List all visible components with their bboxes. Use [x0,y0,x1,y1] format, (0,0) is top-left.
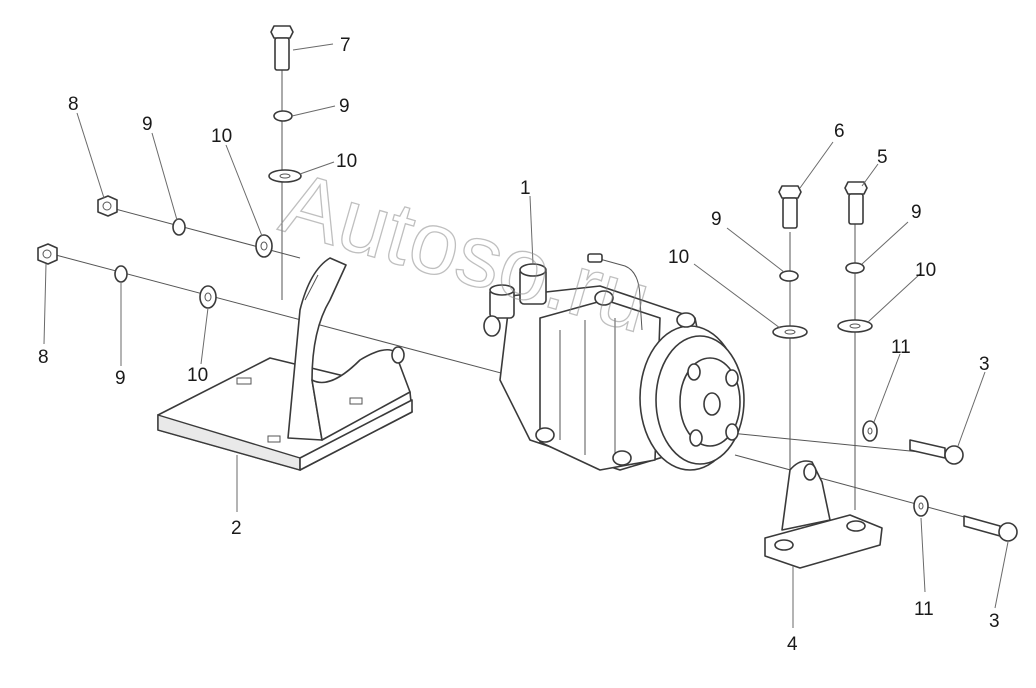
callout-11-lower: 11 [914,599,934,620]
callout-10-top: 10 [336,151,357,172]
callout-6: 6 [834,121,845,142]
bolt-6 [778,185,802,229]
callout-numbers: 1 2 3 3 4 5 6 7 8 8 9 9 9 9 9 10 10 10 1… [38,35,1000,655]
watermark: Autoso.ru [272,152,661,351]
callout-8-lower: 8 [38,347,49,368]
bolt-3-upper [909,439,964,465]
callout-11-upper: 11 [891,337,911,358]
leader-lines [43,43,1009,628]
bolt-5 [844,181,868,225]
callout-2: 2 [231,518,242,539]
support-bracket [764,460,883,569]
nuts [37,195,118,265]
callout-9-right-a: 9 [711,209,722,230]
callout-10-left-upper: 10 [211,126,232,147]
callout-10-left-lower: 10 [187,365,208,386]
lock-washers [114,110,865,283]
callout-4: 4 [787,634,798,655]
callout-9-top: 9 [339,96,350,117]
callout-10-right-a: 10 [668,247,689,268]
nut-8-lower [37,243,58,265]
flat-washers [199,169,929,517]
callout-8-upper: 8 [68,94,79,115]
callout-9-left-lower: 9 [115,368,126,389]
bolt-7 [270,25,294,71]
mounting-bracket [157,257,413,471]
callout-9-right-b: 9 [911,202,922,223]
nut-8-upper [97,195,118,217]
callout-3-lower: 3 [989,611,1000,632]
callout-5: 5 [877,147,888,168]
callout-9-left-upper: 9 [142,114,153,135]
callout-3-upper: 3 [979,354,990,375]
callout-1: 1 [520,178,531,199]
compressor [483,253,745,471]
bolts [270,25,1018,542]
bolt-3-lower [963,515,1018,542]
callout-7: 7 [340,35,351,56]
callout-10-right-b: 10 [915,260,936,281]
